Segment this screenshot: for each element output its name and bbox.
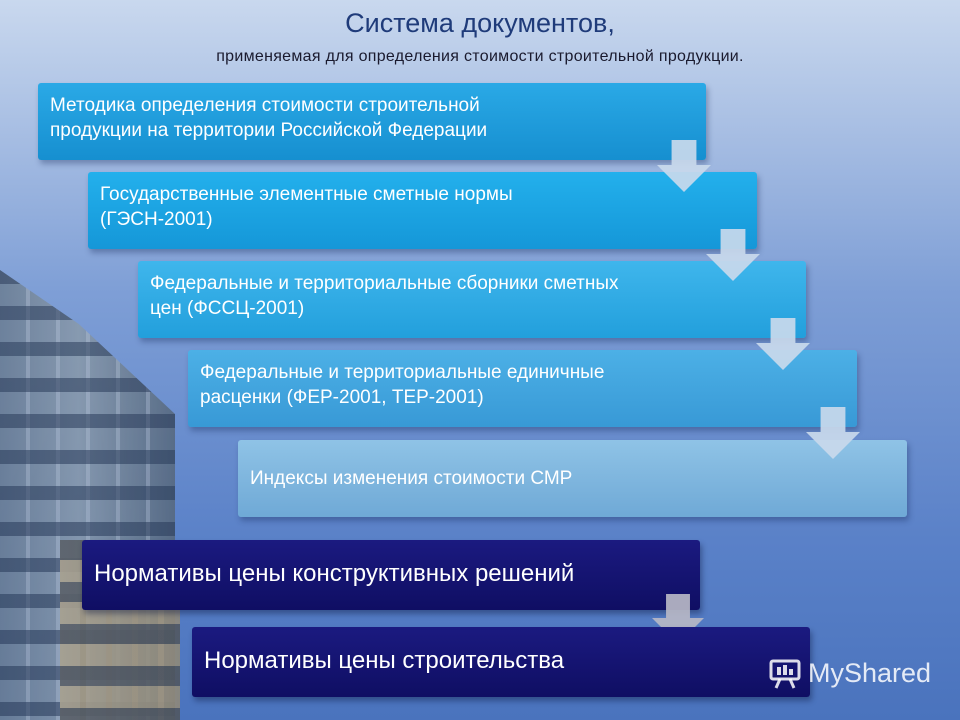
standard-construction-price: Нормативы цены строительства <box>192 627 810 697</box>
step-methodology: Методика определения стоимости строитель… <box>38 83 706 160</box>
step-line: цен (ФССЦ-2001) <box>150 298 305 319</box>
step-indices: Индексы изменения стоимости СМР <box>238 440 907 517</box>
watermark-text: MyShared <box>808 657 932 688</box>
slide-title: Система документов, <box>345 8 615 38</box>
standard-label: Нормативы цены конструктивных решений <box>94 560 575 587</box>
step-line: Индексы изменения стоимости СМР <box>250 468 573 489</box>
step-fssc: Федеральные и территориальные сборники с… <box>138 261 806 338</box>
step-line: Методика определения стоимости строитель… <box>50 95 480 116</box>
presentation-board-icon <box>769 659 801 689</box>
step-line: расценки (ФЕР-2001, ТЕР-2001) <box>200 387 484 408</box>
standard-constructive-solutions: Нормативы цены конструктивных решений <box>82 540 700 610</box>
step-line: продукции на территории Российской Федер… <box>50 120 488 141</box>
slide-subtitle: применяемая для определения стоимости ст… <box>216 48 744 65</box>
standard-label: Нормативы цены строительства <box>204 647 565 674</box>
step-fer-ter: Федеральные и территориальные единичные … <box>188 350 857 427</box>
step-line: Федеральные и территориальные единичные <box>200 362 605 383</box>
step-line: (ГЭСН-2001) <box>100 209 213 230</box>
watermark: MyShared <box>768 656 931 690</box>
step-gesn: Государственные элементные сметные нормы… <box>88 172 757 249</box>
step-line: Государственные элементные сметные нормы <box>100 184 513 205</box>
step-line: Федеральные и территориальные сборники с… <box>150 273 619 294</box>
